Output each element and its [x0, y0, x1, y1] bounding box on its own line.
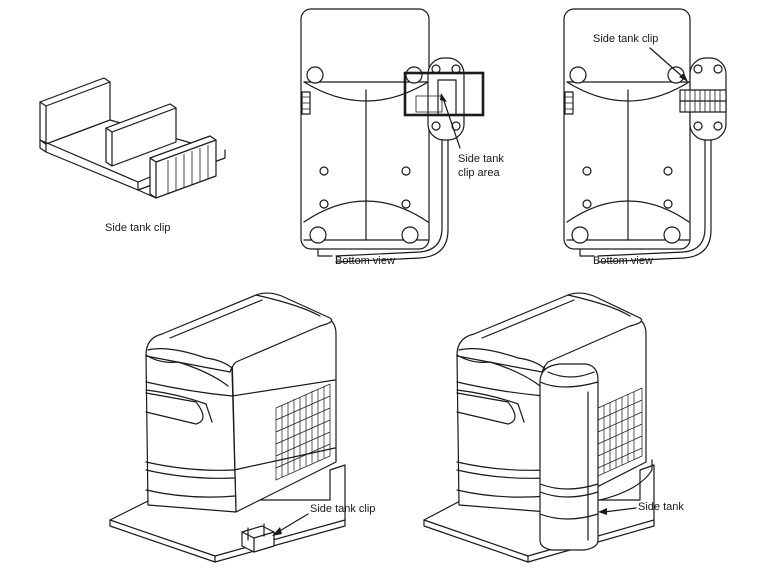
clip-callout-top: Side tank clip — [593, 33, 658, 45]
clip-on-base — [241, 523, 275, 553]
unit-3d-with-clip — [109, 292, 346, 563]
bottom-view-2 — [563, 8, 727, 263]
bottom-view-2-label: Bottom view — [593, 255, 653, 267]
side-tank-label: Side tank — [638, 501, 684, 513]
clip-caption: Side tank clip — [105, 222, 170, 234]
clip-area-line1: Side tank — [458, 153, 504, 165]
bottom-view-1-label: Bottom view — [335, 255, 395, 267]
side-tank-clip-part — [39, 77, 226, 199]
clip-area-line2: clip area — [458, 167, 500, 179]
clip-callout-bottom: Side tank clip — [310, 503, 375, 515]
side-vent-grille — [275, 383, 331, 481]
bottom-view-1 — [300, 8, 485, 263]
unit-3d-with-side-tank — [423, 292, 655, 563]
side-tank — [539, 363, 599, 551]
